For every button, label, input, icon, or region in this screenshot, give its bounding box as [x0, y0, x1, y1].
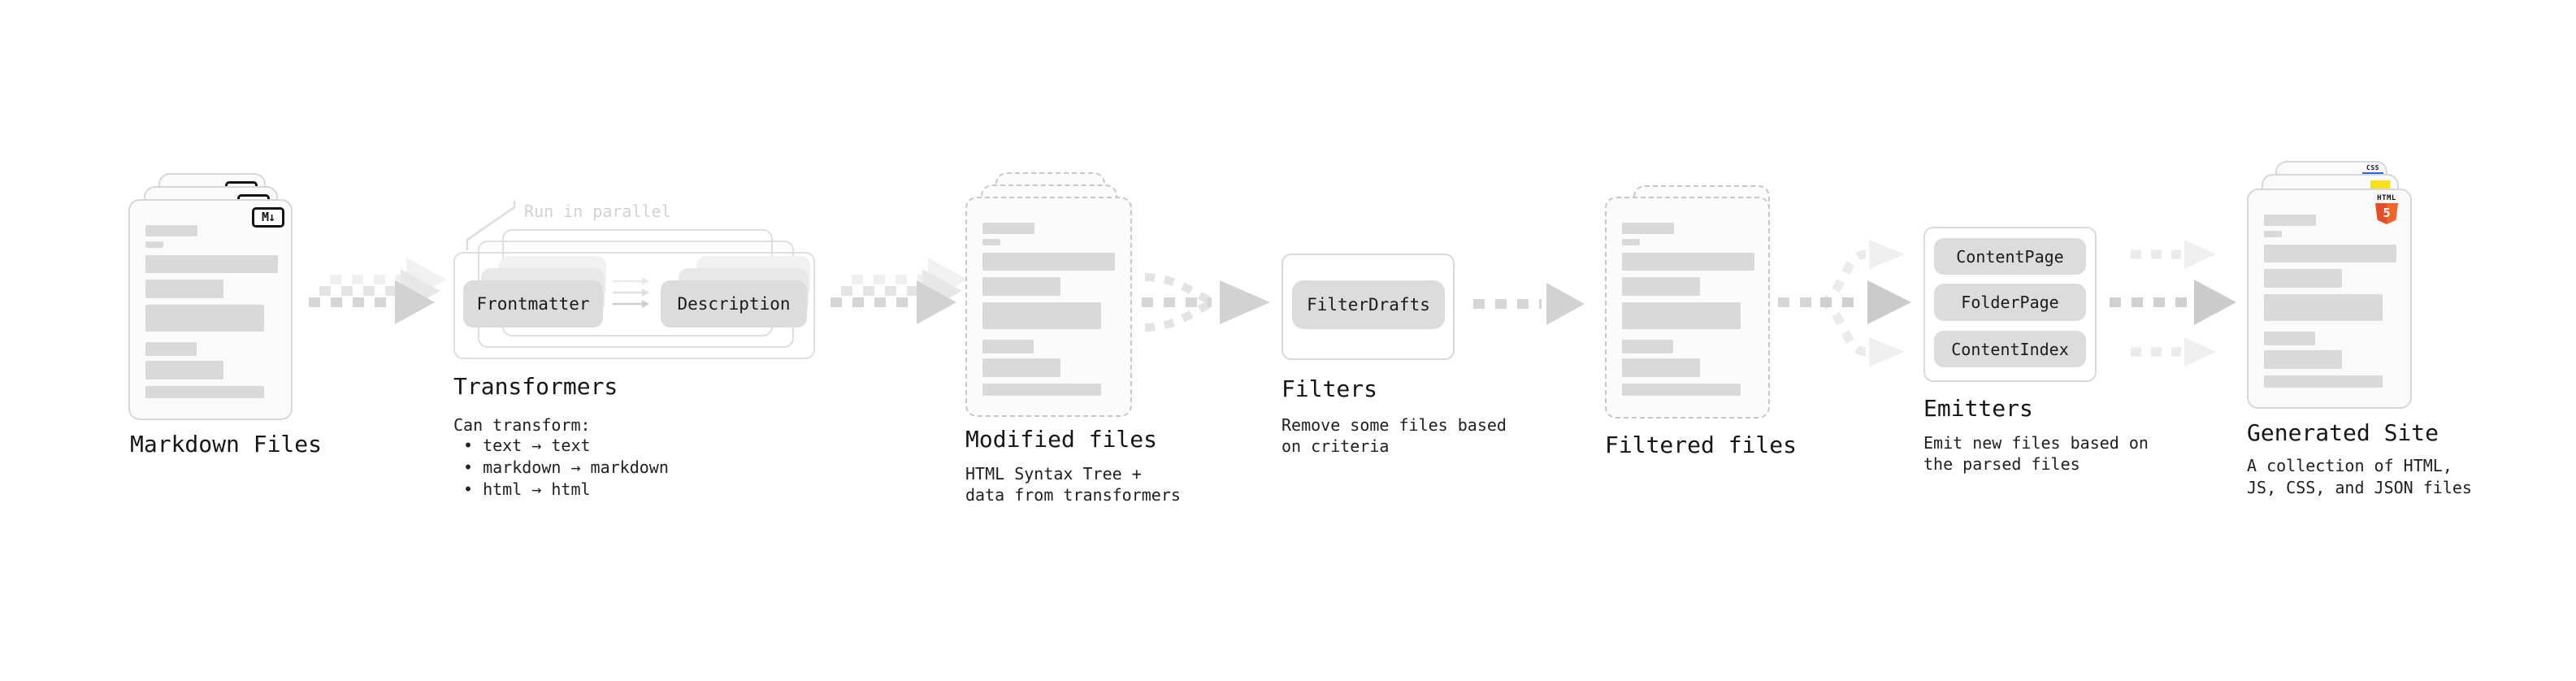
markdown-files-label: Markdown Files: [130, 431, 323, 458]
generated-site-description: A collection of HTML,: [2247, 456, 2452, 475]
markdown-file-card-front: M↓: [128, 199, 293, 420]
filterdrafts-pill: FilterDrafts: [1292, 280, 1445, 329]
filtered-file-card-front: [1605, 197, 1770, 419]
javascript-icon: [2370, 180, 2390, 189]
modified-files-description: HTML Syntax Tree +: [965, 464, 1142, 484]
emitters-description: Emit new files based on: [1923, 433, 2149, 453]
filters-description: Remove some files based: [1281, 415, 1507, 435]
run-in-parallel-annotation: Run in parallel: [524, 202, 671, 221]
arrow-markdown-to-transformers: [309, 258, 446, 324]
arrow-filtered-to-emitters-fanout: [1778, 240, 1911, 367]
arrow-emitters-to-generated: [2110, 240, 2236, 367]
transformer-box-front: [453, 252, 815, 359]
generated-site-description: JS, CSS, and JSON files: [2247, 478, 2472, 497]
contentpage-pill: ContentPage: [1934, 238, 2086, 275]
transformers-bullet: • html → html: [463, 479, 591, 499]
html5-icon: HTML 5: [2374, 194, 2399, 224]
parallel-transform-arrows: [613, 277, 649, 308]
generated-file-card-front: HTML 5: [2247, 189, 2412, 409]
frontmatter-pill: Frontmatter: [463, 280, 603, 327]
transformers-bullet: • text → text: [463, 436, 591, 455]
transformers-bullet: • markdown → markdown: [463, 458, 669, 477]
emitters-description: the parsed files: [1923, 454, 2080, 474]
html5-word: HTML: [2377, 194, 2396, 202]
filters-description: on criteria: [1281, 436, 1390, 456]
folderpage-pill: FolderPage: [1934, 284, 2086, 321]
css-word: CSS: [2366, 164, 2379, 171]
modified-file-card-front: [965, 197, 1132, 417]
run-in-parallel-connector: [466, 201, 516, 250]
transformers-title: Transformers: [453, 373, 618, 400]
transformers-description-heading: Can transform:: [453, 415, 591, 435]
filtered-files-label: Filtered files: [1605, 432, 1798, 458]
filters-title: Filters: [1281, 375, 1378, 402]
emitters-title: Emitters: [1923, 395, 2033, 422]
description-pill: Description: [661, 280, 807, 327]
markdown-icon: M↓: [252, 207, 284, 228]
generated-site-label: Generated Site: [2247, 419, 2439, 446]
html5-shield: 5: [2375, 203, 2398, 224]
modified-files-description: data from transformers: [965, 485, 1181, 505]
modified-files-label: Modified files: [965, 426, 1158, 453]
arrow-transformers-to-modified: [830, 258, 968, 324]
contentindex-pill: ContentIndex: [1934, 331, 2086, 367]
arrow-modified-to-filters-converge: [1142, 273, 1270, 332]
arrow-filters-to-filtered: [1473, 283, 1585, 325]
